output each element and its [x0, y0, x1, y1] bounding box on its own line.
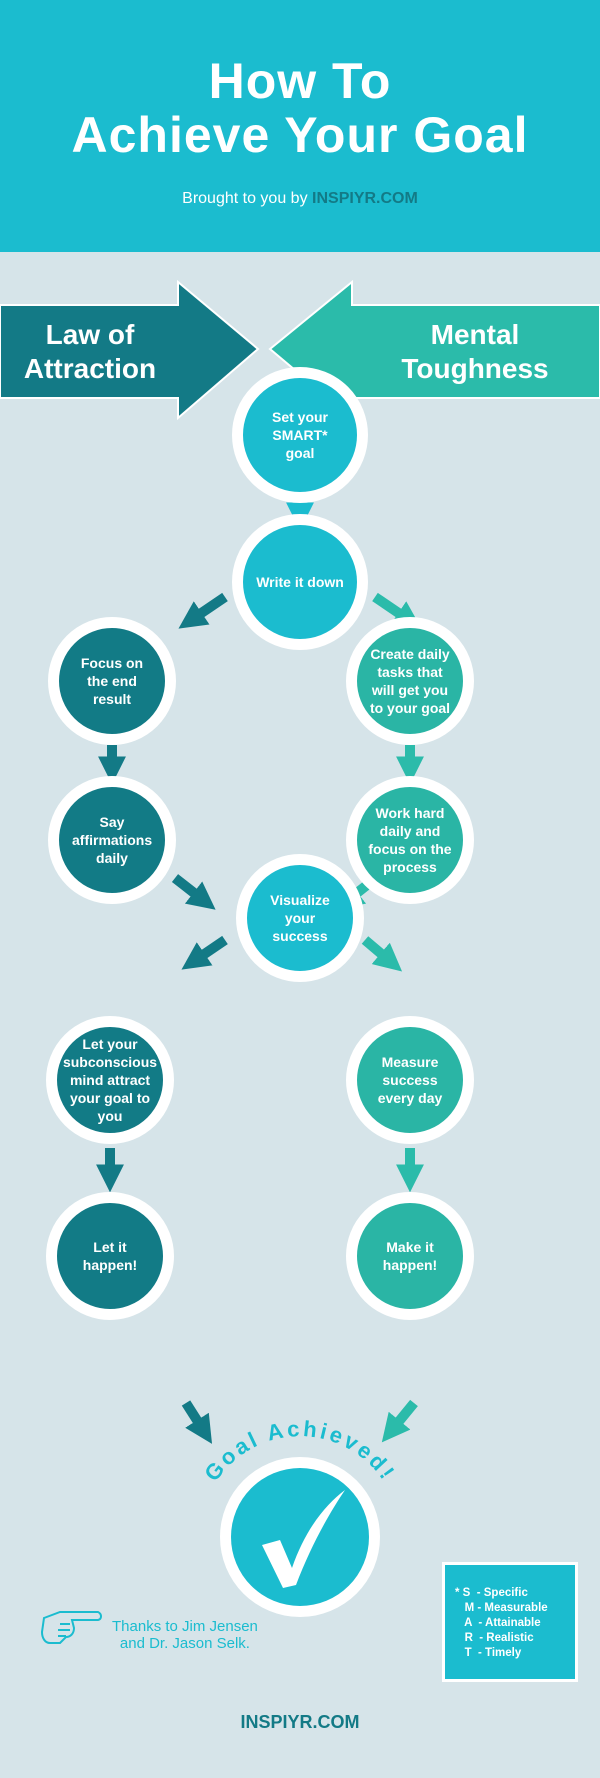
step-make-it-happen: Make it happen! [346, 1192, 474, 1320]
checkmark-icon [262, 1490, 345, 1588]
title-line-2: Achieve Your Goal [71, 107, 529, 163]
right-label-line1: Mental [430, 319, 520, 350]
smart-item-timely: T - Timely [455, 1647, 522, 1659]
header-banner: How To Achieve Your Goal Brought to you … [0, 0, 600, 252]
arrow-visualize-to-measure [361, 936, 403, 972]
goal-circle-inner [231, 1468, 369, 1606]
left-label-line2: Attraction [23, 353, 157, 384]
smart-legend-box: * S - Specific M - Measurable A - Attain… [442, 1562, 578, 1682]
right-label-line2: Toughness [401, 353, 549, 384]
pointing-hand-icon [40, 1611, 102, 1644]
credits-line2: and Dr. Jason Selk. [119, 1635, 250, 1652]
step-text: Measure success every day [377, 1054, 443, 1106]
step-text: Let your subconscious mind attract your … [62, 1036, 158, 1124]
smart-item-attainable: A - Attainable [455, 1617, 541, 1629]
step-focus-end-result: Focus on the end result [48, 617, 176, 745]
credits: Thanks to Jim Jensen and Dr. Jason Selk. [112, 1618, 258, 1652]
arrow-affirm-to-visualize [171, 874, 216, 910]
step-text: Write it down [256, 574, 344, 590]
step-let-subconscious-attract: Let your subconscious mind attract your … [46, 1016, 174, 1144]
smart-item-measurable: M - Measurable [455, 1602, 548, 1614]
step-text: Create daily tasks that will get you to … [369, 646, 451, 716]
step-let-it-happen: Let it happen! [46, 1192, 174, 1320]
arrow-let-to-goal [181, 1400, 213, 1444]
step-text: Focus on the end result [80, 655, 144, 707]
subtitle: Brought to you by INSPIYR.COM [0, 190, 600, 208]
left-label-line1: Law of [45, 319, 135, 350]
step-text: Work hard daily and focus on the process [368, 805, 452, 875]
step-text: Visualize your success [270, 892, 330, 944]
smart-item-realistic: R - Realistic [455, 1632, 534, 1644]
step-work-hard: Work hard daily and focus on the process [346, 776, 474, 904]
arrow-write-to-tasks [372, 592, 422, 629]
step-measure-success: Measure success every day [346, 1016, 474, 1144]
arrow-write-to-focus [178, 592, 228, 629]
step-text: Say affirmations daily [72, 814, 153, 866]
subtitle-prefix: Brought to you by [182, 190, 308, 207]
smart-item-specific: * S - Specific [455, 1587, 528, 1599]
step-visualize-success: Visualize your success [236, 854, 364, 982]
step-say-affirmations: Say affirmations daily [48, 776, 176, 904]
title-line-1: How To [208, 53, 392, 109]
credits-line1: Thanks to Jim Jensen [112, 1618, 258, 1635]
arrow-make-to-goal [381, 1399, 418, 1443]
step-create-daily-tasks: Create daily tasks that will get you to … [346, 617, 474, 745]
subtitle-brand: INSPIYR.COM [312, 190, 418, 207]
footer-brand[interactable]: INSPIYR.COM [240, 1712, 360, 1732]
step-text: Set your SMART* goal [271, 409, 328, 461]
arrow-visualize-to-subconscious [181, 935, 228, 970]
step-set-smart-goal: Set your SMART* goal [232, 367, 368, 503]
step-text: Make it happen! [382, 1239, 438, 1273]
left-path-arrow [0, 279, 260, 421]
step-text: Let it happen! [82, 1239, 138, 1273]
step-write-it-down: Write it down [232, 514, 368, 650]
